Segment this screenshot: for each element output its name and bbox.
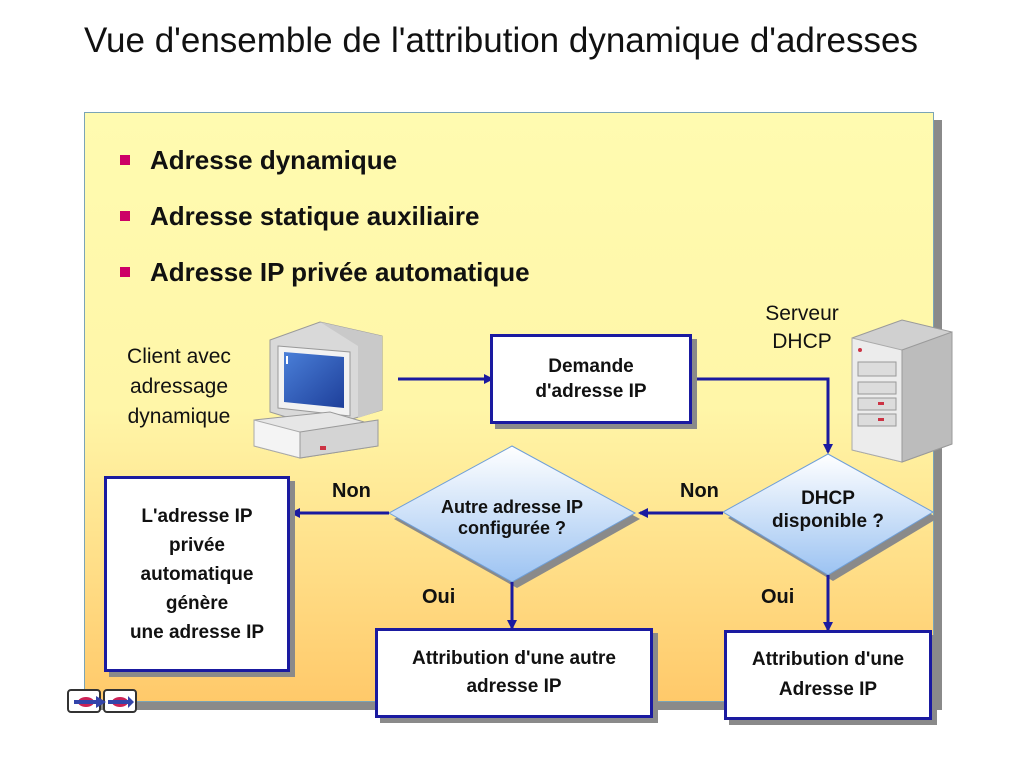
alternate-ip-box: Attribution d'une autre adresse IP bbox=[375, 628, 653, 718]
computer-icon bbox=[253, 321, 383, 459]
bullet-item: Adresse IP privée automatique bbox=[120, 244, 530, 300]
decision-dhcp-label: DHCP disponible ? bbox=[772, 488, 884, 532]
slide-title: Vue d'ensemble de l'attribution dynamiqu… bbox=[84, 21, 918, 60]
bullet-square-icon bbox=[120, 211, 130, 221]
bullet-item: Adresse dynamique bbox=[120, 132, 530, 188]
edge-label-no-right: Non bbox=[680, 480, 719, 502]
dhcp-assign-box: Attribution d'une Adresse IP bbox=[724, 630, 932, 720]
client-label: Client avec adressage dynamique bbox=[127, 345, 231, 428]
edge-label-yes-left: Oui bbox=[422, 586, 456, 608]
edge-label-yes-right: Oui bbox=[761, 586, 795, 608]
nav-arrows-icon[interactable] bbox=[67, 689, 137, 713]
server-label: Serveur DHCP bbox=[765, 302, 839, 353]
server-icon bbox=[851, 319, 953, 463]
arrow-request-to-dhcp bbox=[694, 377, 833, 454]
bullet-list: Adresse dynamique Adresse statique auxil… bbox=[120, 132, 530, 300]
apipa-box: L'adresse IP privée automatique génère u… bbox=[104, 476, 290, 672]
edge-label-no-left: Non bbox=[332, 480, 371, 502]
bullet-item: Adresse statique auxiliaire bbox=[120, 188, 530, 244]
bullet-square-icon bbox=[120, 155, 130, 165]
bullet-square-icon bbox=[120, 267, 130, 277]
ip-request-box: Demande d'adresse IP bbox=[490, 334, 692, 424]
decision-other-ip-label: Autre adresse IP configurée ? bbox=[440, 497, 584, 538]
